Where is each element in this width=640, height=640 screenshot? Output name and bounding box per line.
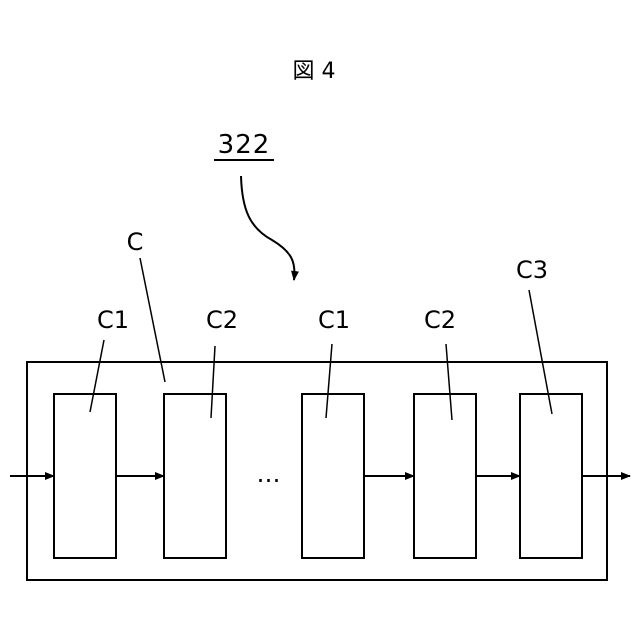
cell-c2-first	[164, 394, 226, 558]
label-c1-second: C1	[318, 306, 350, 334]
leader-line-c1-second	[326, 344, 332, 418]
label-c2-second: C2	[424, 306, 456, 334]
label-c2-first: C2	[206, 306, 238, 334]
cell-c1-second	[302, 394, 364, 558]
leader-line-c3	[529, 290, 552, 414]
cell-c3	[520, 394, 582, 558]
label-group-c: C	[127, 228, 144, 256]
label-c1-first: C1	[97, 306, 129, 334]
cell-c2-second	[414, 394, 476, 558]
leader-line-c	[140, 258, 165, 382]
figure-title: 図 4	[293, 59, 336, 84]
leader-line-c2-first	[211, 346, 215, 418]
label-c3: C3	[516, 256, 548, 284]
reference-numeral: 322	[218, 130, 271, 160]
leader-line-c1-first	[90, 340, 104, 412]
ellipsis: …	[257, 460, 284, 488]
leader-line-c2-second	[446, 344, 452, 420]
cell-c1-first	[54, 394, 116, 558]
reference-leader-arrow	[241, 176, 294, 280]
